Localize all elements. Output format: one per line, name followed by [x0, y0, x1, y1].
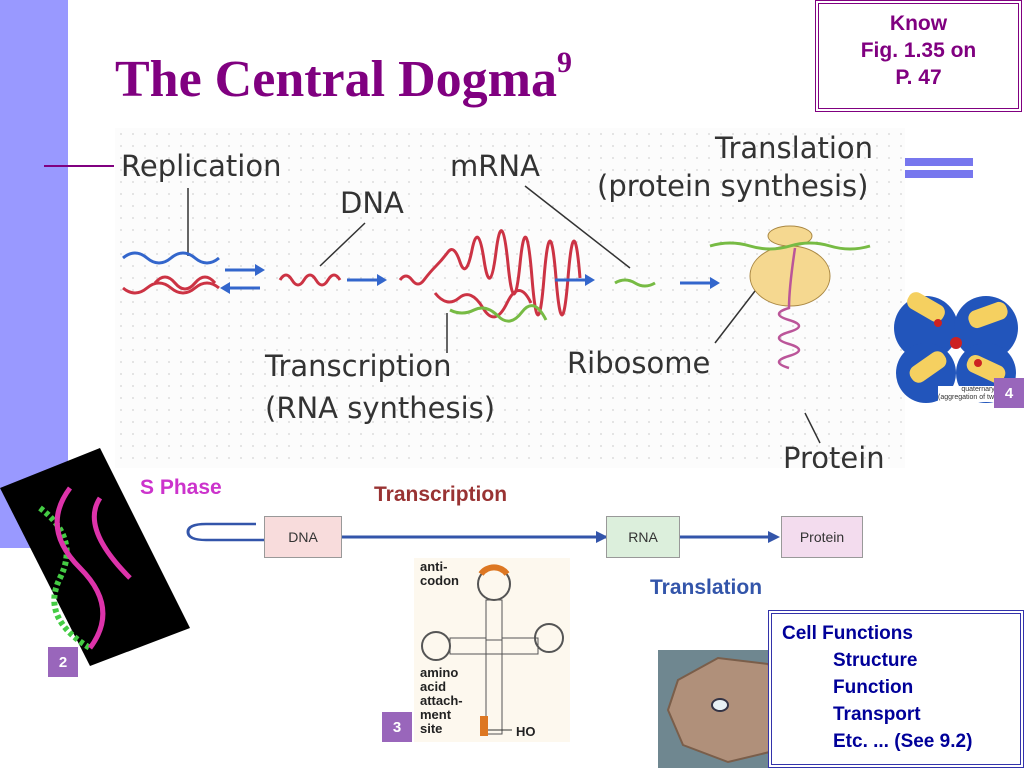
right-accent-bar [905, 158, 973, 166]
amino-line-1: amino [420, 665, 459, 680]
dna-molecule-image [0, 448, 190, 666]
label-transcription: Transcription [264, 349, 452, 383]
translation-label: Translation [650, 576, 763, 599]
central-dogma-figure: Replication DNA mRNA Translation (protei… [115, 128, 905, 475]
flow-dna-box: DNA [264, 516, 342, 558]
anticodon-line-2: codon [420, 573, 459, 588]
ho-label: HO [516, 724, 536, 739]
quaternary-caption-1: quaternary structure [961, 386, 1024, 393]
slide-title: The Central Dogma9 [115, 46, 572, 109]
trna-figure: anti- codon amino acid attach- ment site… [414, 558, 570, 742]
badge-3: 3 [382, 712, 412, 742]
amino-line-2: acid [420, 679, 447, 694]
label-translation: Translation [714, 131, 873, 165]
label-protein: Protein [783, 441, 885, 468]
know-line-3: P. 47 [895, 66, 942, 89]
flow-diagram [186, 510, 866, 560]
left-decorative-band [0, 0, 68, 548]
label-ribosome: Ribosome [567, 346, 710, 380]
title-footnote: 9 [556, 46, 572, 79]
transcription-label: Transcription [374, 483, 508, 506]
cell-functions-box: Cell Functions Structure Function Transp… [768, 610, 1024, 768]
dogma-diagram: Replication DNA mRNA Translation (protei… [121, 131, 885, 475]
amino-line-5: site [420, 721, 443, 736]
cell-functions-heading: Cell Functions [782, 623, 913, 644]
title-underline [44, 165, 114, 167]
anticodon-label: anti- codon [420, 560, 459, 588]
cell-function-item: Structure [833, 650, 918, 671]
amino-line-4: ment [420, 707, 452, 722]
cell-function-item: Etc. ... (See 9.2) [833, 731, 973, 752]
title-text: The Central Dogma [115, 51, 557, 108]
cell-function-item: Function [833, 677, 914, 698]
label-protein-synthesis: (protein synthesis) [597, 169, 868, 203]
label-rna-synthesis: (RNA synthesis) [265, 391, 495, 425]
know-line-2: Fig. 1.35 on [860, 39, 977, 62]
flow-protein-box: Protein [781, 516, 863, 558]
know-figure-box: Know Fig. 1.35 on P. 47 [815, 0, 1022, 112]
label-mrna: mRNA [450, 149, 540, 183]
badge-2: 2 [48, 647, 78, 677]
amino-line-3: attach- [420, 693, 463, 708]
label-replication: Replication [121, 149, 281, 183]
right-accent-bar-2 [905, 170, 973, 178]
cell-function-item: Transport [833, 704, 921, 725]
quaternary-caption-2: (aggregation of two or more [938, 394, 1024, 401]
s-phase-label: S Phase [140, 476, 222, 499]
label-dna: DNA [340, 186, 404, 220]
flow-rna-box: RNA [606, 516, 680, 558]
badge-4: 4 [994, 378, 1024, 408]
anticodon-line-1: anti- [420, 559, 448, 574]
amino-acid-site-label: amino acid attach- ment site [420, 666, 463, 736]
know-line-1: Know [889, 12, 948, 35]
